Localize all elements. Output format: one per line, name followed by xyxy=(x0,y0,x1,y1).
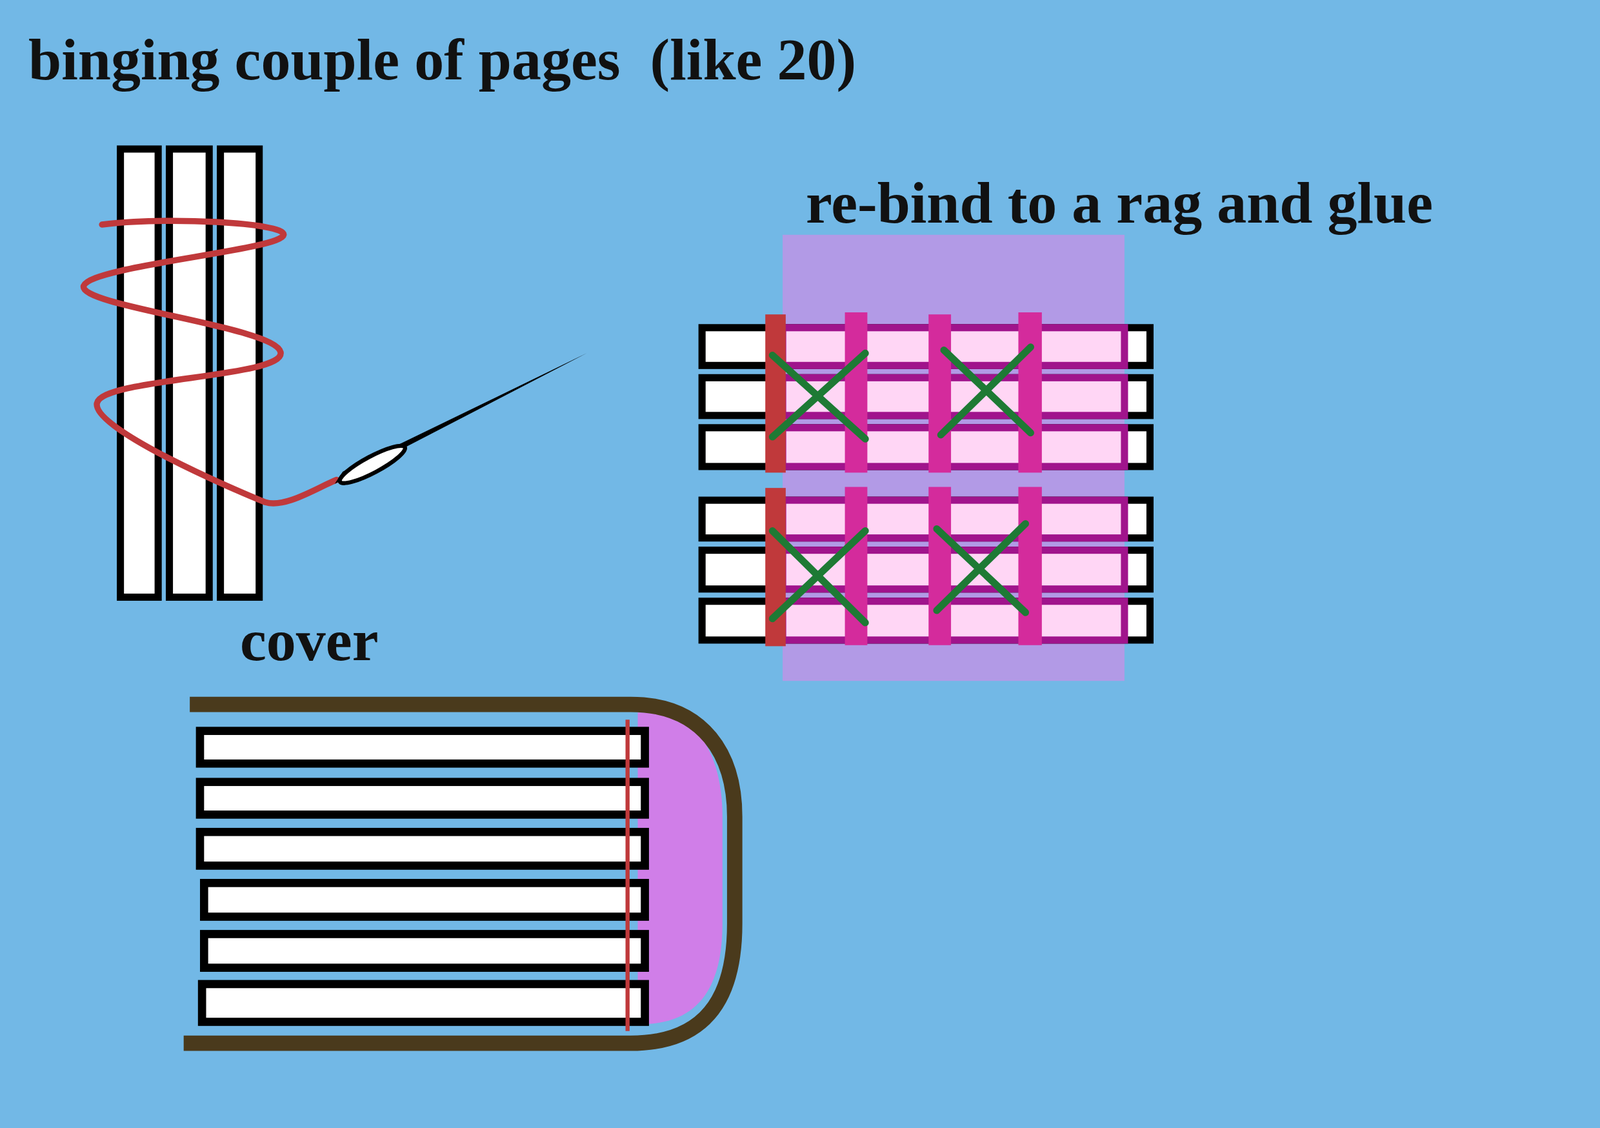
page-blocks xyxy=(701,312,1150,646)
thread xyxy=(83,220,337,504)
needle xyxy=(334,352,588,489)
binding-thread xyxy=(625,719,630,1031)
rag xyxy=(782,234,1125,681)
step-label: re-bind to a rag and glue xyxy=(805,169,1433,238)
book-pages xyxy=(200,730,646,1022)
title: binging couple of pages (like 20) xyxy=(28,25,857,95)
spine-fill xyxy=(638,712,723,1024)
step-label: cover xyxy=(240,606,379,675)
cover-board xyxy=(183,704,735,1044)
